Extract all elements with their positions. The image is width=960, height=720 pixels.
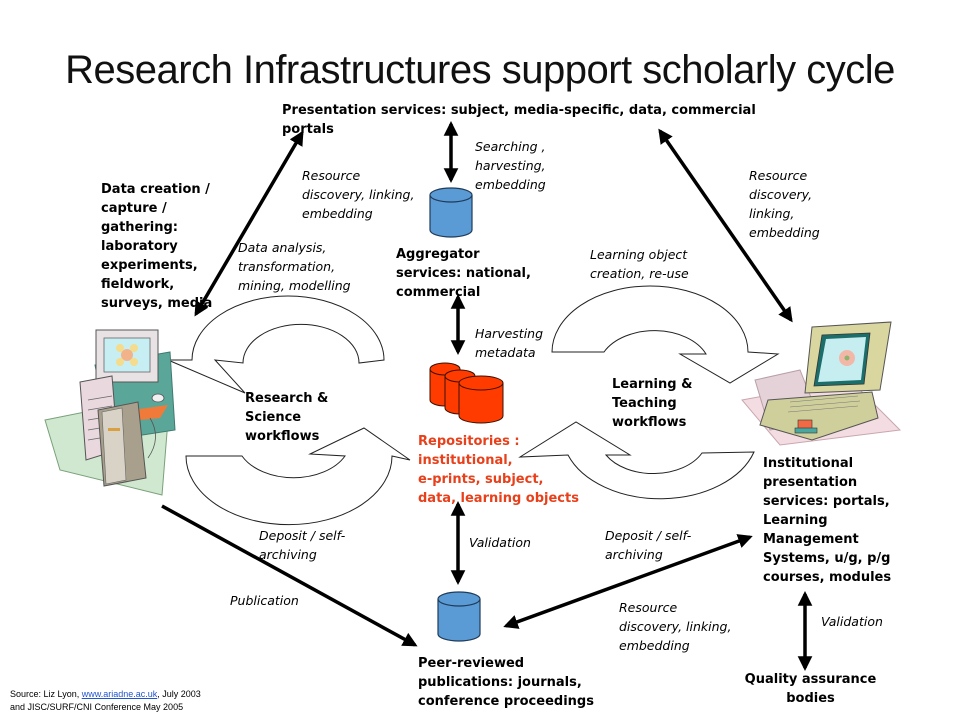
harvesting-metadata-label: Harvesting metadata <box>475 326 544 360</box>
aggregator-database-icon <box>429 187 473 238</box>
presentation-services-label: Presentation services: subject, media-sp… <box>282 103 756 137</box>
arrow-data-creation-presentation <box>194 130 304 317</box>
arrow-peer-institutional <box>503 534 753 629</box>
validation-right-label: Validation <box>821 614 883 629</box>
repositories-label: Repositories : institutional, e-prints, … <box>418 434 579 506</box>
cycle-arrow-research-top <box>167 295 385 394</box>
resource-discovery-left-label: Resource discovery, linking, embedding <box>302 168 415 221</box>
validation-center-label: Validation <box>469 535 531 550</box>
source-suffix: , July 2003 <box>157 689 201 699</box>
peer-database-icon <box>437 591 481 642</box>
data-creation-label: Data creation / capture / gathering: lab… <box>101 182 213 311</box>
peer-reviewed-label: Peer-reviewed publications: journals, co… <box>418 656 594 709</box>
desktop-computer-icon <box>44 329 176 496</box>
source-line2: and JISC/SURF/CNI Conference May 2005 <box>10 702 184 712</box>
arrow-publication <box>161 504 418 647</box>
resource-discovery-right-label: Resource discovery, linking, embedding <box>749 168 820 240</box>
data-analysis-label: Data analysis, transformation, mining, m… <box>238 240 351 293</box>
institutional-presentation-label: Institutional presentation services: por… <box>763 456 892 585</box>
publication-label: Publication <box>230 593 299 608</box>
aggregator-label: Aggregator services: national, commercia… <box>396 247 531 300</box>
deposit-right-label: Deposit / self- archiving <box>605 528 692 562</box>
cycle-arrow-learning-top <box>551 285 780 384</box>
searching-label: Searching , harvesting, embedding <box>475 139 546 192</box>
deposit-left-label: Deposit / self- archiving <box>259 528 346 562</box>
cycle-arrow-research-bottom <box>185 427 411 526</box>
learning-object-label: Learning object creation, re-use <box>590 247 689 281</box>
quality-assurance-label: Quality assurance bodies <box>744 672 877 706</box>
arrow-presentation-laptop <box>658 128 793 323</box>
resource-discovery-bottom-label: Resource discovery, linking, embedding <box>619 600 732 653</box>
repositories-database-stack-icon <box>429 362 504 424</box>
source-link[interactable]: www.ariadne.ac.uk <box>81 689 158 699</box>
source-citation: Source: Liz Lyon, www.ariadne.ac.uk, Jul… <box>10 688 201 714</box>
research-workflows-label: Research & Science workflows <box>245 391 329 444</box>
laptop-icon <box>741 321 902 446</box>
source-prefix: Source: Liz Lyon, <box>10 689 82 699</box>
cycle-arrow-learning-bottom <box>518 421 755 500</box>
learning-workflows-label: Learning & Teaching workflows <box>612 377 693 430</box>
page-title: Research Infrastructures support scholar… <box>65 48 895 92</box>
